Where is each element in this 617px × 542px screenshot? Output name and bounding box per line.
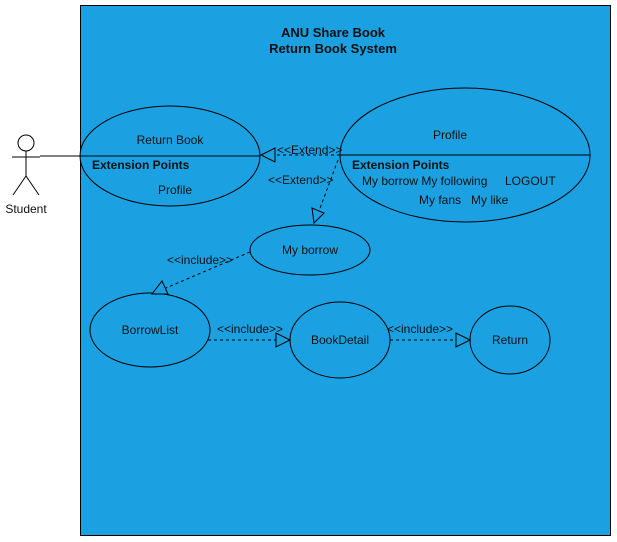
profile-ext-points-row1: My borrow My following [362, 174, 487, 188]
profile-ext-point-logout: LOGOUT [505, 174, 556, 188]
system-title-line1: ANU Share Book [281, 25, 386, 40]
use-case-borrow-list [89, 292, 211, 368]
include-edge-borrow-list-to-book-detail [208, 332, 292, 348]
return-book-ext-points-label: Extension Points [92, 158, 190, 172]
return-book-ext-point-profile: Profile [158, 183, 192, 197]
profile-ext-points-label: Extension Points [352, 158, 450, 172]
my-borrow-label: My borrow [282, 243, 338, 257]
include-label-1: <<include>> [167, 253, 233, 267]
extend-edge-profile-to-my-borrow [311, 159, 339, 225]
use-case-return-book [79, 105, 261, 207]
book-detail-label: BookDetail [311, 333, 369, 347]
use-case-my-borrow [249, 224, 371, 276]
include-label-2: <<include>> [217, 322, 283, 336]
return-book-label: Return Book [137, 133, 205, 147]
student-actor [12, 134, 40, 196]
borrow-list-label: BorrowList [122, 323, 179, 337]
profile-label: Profile [433, 128, 467, 142]
extend-edge-profile-to-return-book [259, 147, 340, 163]
extend-label-1: <<Extend>> [277, 143, 342, 157]
return-label: Return [492, 333, 528, 347]
include-label-3: <<include>> [387, 322, 453, 336]
extend-label-2: <<Extend>> [268, 173, 333, 187]
include-edge-my-borrow-to-borrow-list [150, 251, 251, 295]
profile-ext-points-row2: My fans My like [419, 193, 509, 207]
include-edge-book-detail-to-return [390, 332, 472, 348]
system-title-line2: Return Book System [269, 41, 397, 56]
actor-label: Student [5, 202, 47, 216]
